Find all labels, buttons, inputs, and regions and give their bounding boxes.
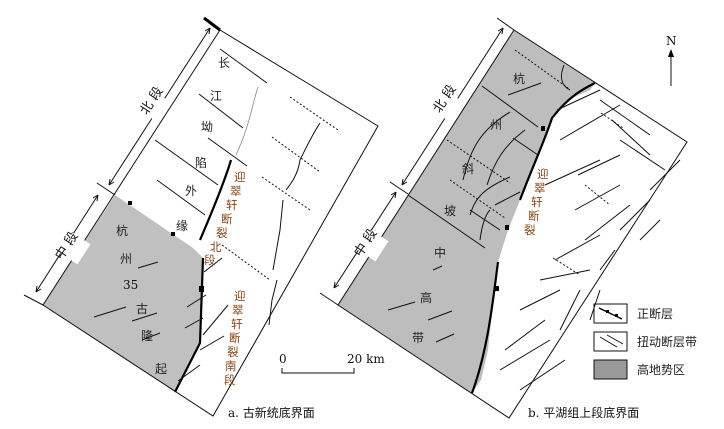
char: 州 [120, 252, 132, 266]
char: 坳 [201, 120, 213, 134]
char: 迎 [234, 170, 246, 184]
char: 隆 [141, 328, 153, 343]
legend-box-normal-fault [593, 303, 628, 324]
legend-label: 高地势区 [637, 362, 685, 377]
strike-slip-zone-icon [599, 334, 624, 348]
caption-a: a. 古新统底界面 [228, 405, 315, 420]
fault-label-b: 迎 翠 轩 断 裂 [524, 167, 549, 237]
legend-box-strike-slip [593, 331, 628, 352]
char: 段 [224, 373, 236, 387]
char: 断 [221, 212, 233, 226]
char: 州 [490, 118, 502, 132]
char: 轩 [531, 195, 543, 209]
char: 北 [210, 240, 222, 254]
char: 斜 [462, 162, 474, 176]
char: 轩 [231, 317, 243, 331]
slope-label: 杭 州 斜 坡 [444, 71, 525, 218]
char: 迎 [234, 289, 246, 303]
char: 缘 [176, 219, 188, 233]
legend-label: 扭动断层带 [637, 334, 697, 349]
north-arrow: N [666, 34, 677, 86]
char: 断 [528, 209, 540, 223]
faults-a [93, 122, 321, 393]
panel-b: 北 段 中 段 杭 州 斜 坡 中 高 带 迎 翠 轩 断 裂 b. 平湖组上段… [319, 17, 688, 420]
highland-swatch [593, 359, 628, 380]
char: 裂 [524, 223, 536, 237]
legend-label: 正断层 [637, 306, 673, 321]
char: 古 [136, 301, 148, 316]
depression-label: 长 江 坳 陷 外 缘 [176, 56, 230, 233]
char: 陷 [195, 155, 207, 170]
strike-slip-zone [499, 89, 681, 391]
char: 翠 [232, 303, 244, 317]
panel-a: 北 段 中 段 长 江 坳 陷 外 缘 杭 州 35 古 隆 起 迎 翠 轩 断… [23, 16, 379, 420]
uplift-label: 杭 州 35 古 隆 起 [116, 223, 167, 376]
char: 翠 [534, 181, 546, 195]
char: 翠 [230, 184, 242, 198]
section-arrows-b [333, 27, 504, 289]
char: 迎 [537, 167, 549, 181]
scale-max: 20 km [347, 352, 385, 366]
fault-south-label-a: 迎 翠 轩 断 裂 南 段 [224, 289, 246, 387]
char: 裂 [216, 226, 228, 240]
char: 南 [225, 359, 237, 373]
arrow-up-icon [668, 49, 674, 57]
char: 轩 [226, 198, 238, 212]
legend: 正断层 扭动断层带 高地势区 [593, 303, 697, 380]
char: 长 [218, 56, 230, 70]
contour-value: 35 [123, 278, 138, 292]
scale-zero: 0 [279, 352, 287, 366]
char: 中 [434, 245, 446, 260]
char: 坡 [444, 204, 456, 218]
fault-north-label-a: 迎 翠 轩 断 裂 北 段 [204, 170, 246, 267]
char: 裂 [227, 345, 239, 359]
char: 起 [155, 362, 167, 376]
highland-area-b [338, 30, 595, 393]
normal-fault-icon [598, 307, 623, 320]
char: 带 [412, 331, 424, 345]
panel-a-frame [42, 29, 379, 417]
char: 段 [204, 253, 216, 267]
char: 断 [229, 331, 241, 345]
section-arrows-a [35, 27, 211, 293]
char: 高 [420, 290, 432, 305]
char: 杭 [513, 71, 525, 86]
depression-lines [154, 48, 339, 281]
scale-bar: 0 20 km [279, 352, 385, 374]
caption-b: b. 平湖组上段底界面 [528, 405, 639, 420]
slope-lines [387, 49, 571, 343]
panel-b-frame [337, 29, 688, 419]
char: 外 [185, 184, 197, 198]
char: 江 [210, 89, 222, 103]
char: 杭 [116, 223, 128, 238]
north-label: N [666, 34, 677, 48]
high-label: 中 高 带 [412, 245, 446, 345]
